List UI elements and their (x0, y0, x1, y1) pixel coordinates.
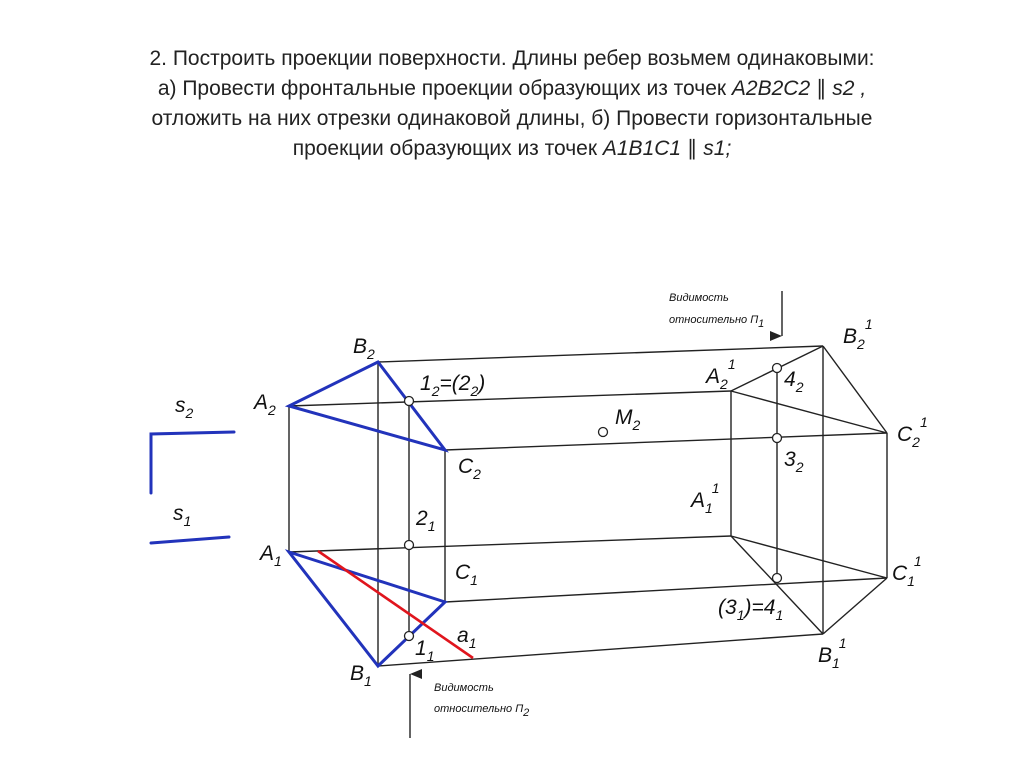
label-c2-prime: C21 (897, 414, 928, 450)
label-a2-prime: A21 (704, 356, 736, 392)
label-c1: C1 (455, 561, 478, 588)
heading-line-4: проекции образующих из точек A1B1C1 ∥ s1… (40, 134, 984, 164)
s2-line (149, 430, 236, 495)
frontal-projection-edges (288, 345, 888, 451)
heading-line-3: отложить на них отрезки одинаковой длины… (151, 107, 873, 130)
edge-a1-a1p (288, 535, 732, 553)
label-point-3-2: 32 (784, 448, 804, 475)
point-4-2 (771, 362, 783, 374)
heading-line-4-text: проекции образующих из точек (292, 137, 603, 160)
edge-b1-b1p (377, 633, 824, 667)
heading-parallel-s2: ∥ s2 , (810, 77, 867, 100)
label-a1-line: a1 (457, 624, 476, 651)
note-visibility-p2-line2: относительно П2 (434, 703, 529, 719)
point-3-2 (771, 432, 783, 444)
s1-line (149, 535, 231, 545)
note-visibility-p1-line2: относительно П1 (669, 314, 764, 330)
point-1-2 (403, 395, 415, 407)
edge-a2-a2p (288, 390, 732, 407)
label-a1: A1 (258, 542, 282, 569)
point-m2 (597, 426, 609, 438)
link-lines (288, 346, 888, 666)
point-1-1 (403, 630, 415, 642)
edge-b2p-c2p (822, 345, 888, 434)
heading-parallel-s1: ∥ s1; (681, 137, 732, 160)
point-2-1 (403, 539, 415, 551)
heading-line-1: 2. Построить проекции поверхности. Длины… (149, 47, 875, 70)
triangle-a2b2c2 (284, 360, 449, 453)
heading-line-2: а) Провести фронтальные проекции образую… (40, 74, 984, 104)
label-point-4-2: 42 (784, 368, 804, 395)
direction-s2 (149, 430, 236, 495)
label-b1: B1 (350, 662, 372, 689)
edge-a1p-c1p (730, 535, 888, 579)
label-point-1-2-2-2: 12=(22) (420, 372, 485, 399)
label-a2: A2 (252, 391, 276, 418)
label-point-1-1: 11 (415, 637, 434, 664)
edge-b2-b2p (377, 345, 824, 363)
edge-a1p-b1p (730, 535, 824, 635)
label-c2: C2 (458, 455, 481, 482)
edge-c1p-b1p (822, 577, 888, 635)
heading-line-2-text: а) Провести фронтальные проекции образую… (157, 77, 732, 100)
label-a1-prime: A11 (689, 480, 720, 516)
horizontal-projection-edges (288, 535, 888, 667)
label-point-3-1-4-1: (31)=41 (718, 596, 783, 623)
note-visibility-p2-line1: Видимость (434, 682, 494, 694)
edge-c1-c1p (444, 577, 888, 603)
point-3-1 (771, 572, 783, 584)
edge-a2p-c2p (730, 390, 888, 434)
heading-points-a2b2c2: A2B2C2 (731, 77, 811, 100)
task-heading: 2. Построить проекции поверхности. Длины… (40, 44, 984, 164)
label-b1-prime: B11 (818, 635, 847, 671)
label-s1: s1 (173, 502, 191, 529)
label-b2: B2 (353, 335, 375, 362)
label-b2-prime: B21 (843, 316, 873, 352)
note-visibility-p1-line1: Видимость (669, 292, 729, 304)
heading-points-a1b1c1: A1B1C1 (602, 137, 682, 160)
label-c1-prime: C11 (892, 553, 922, 589)
label-s2: s2 (175, 394, 194, 421)
label-m2: M2 (615, 406, 641, 433)
label-point-2-1: 21 (415, 507, 435, 534)
line-a1 (317, 549, 474, 660)
edge-c2-c2p (444, 432, 888, 451)
